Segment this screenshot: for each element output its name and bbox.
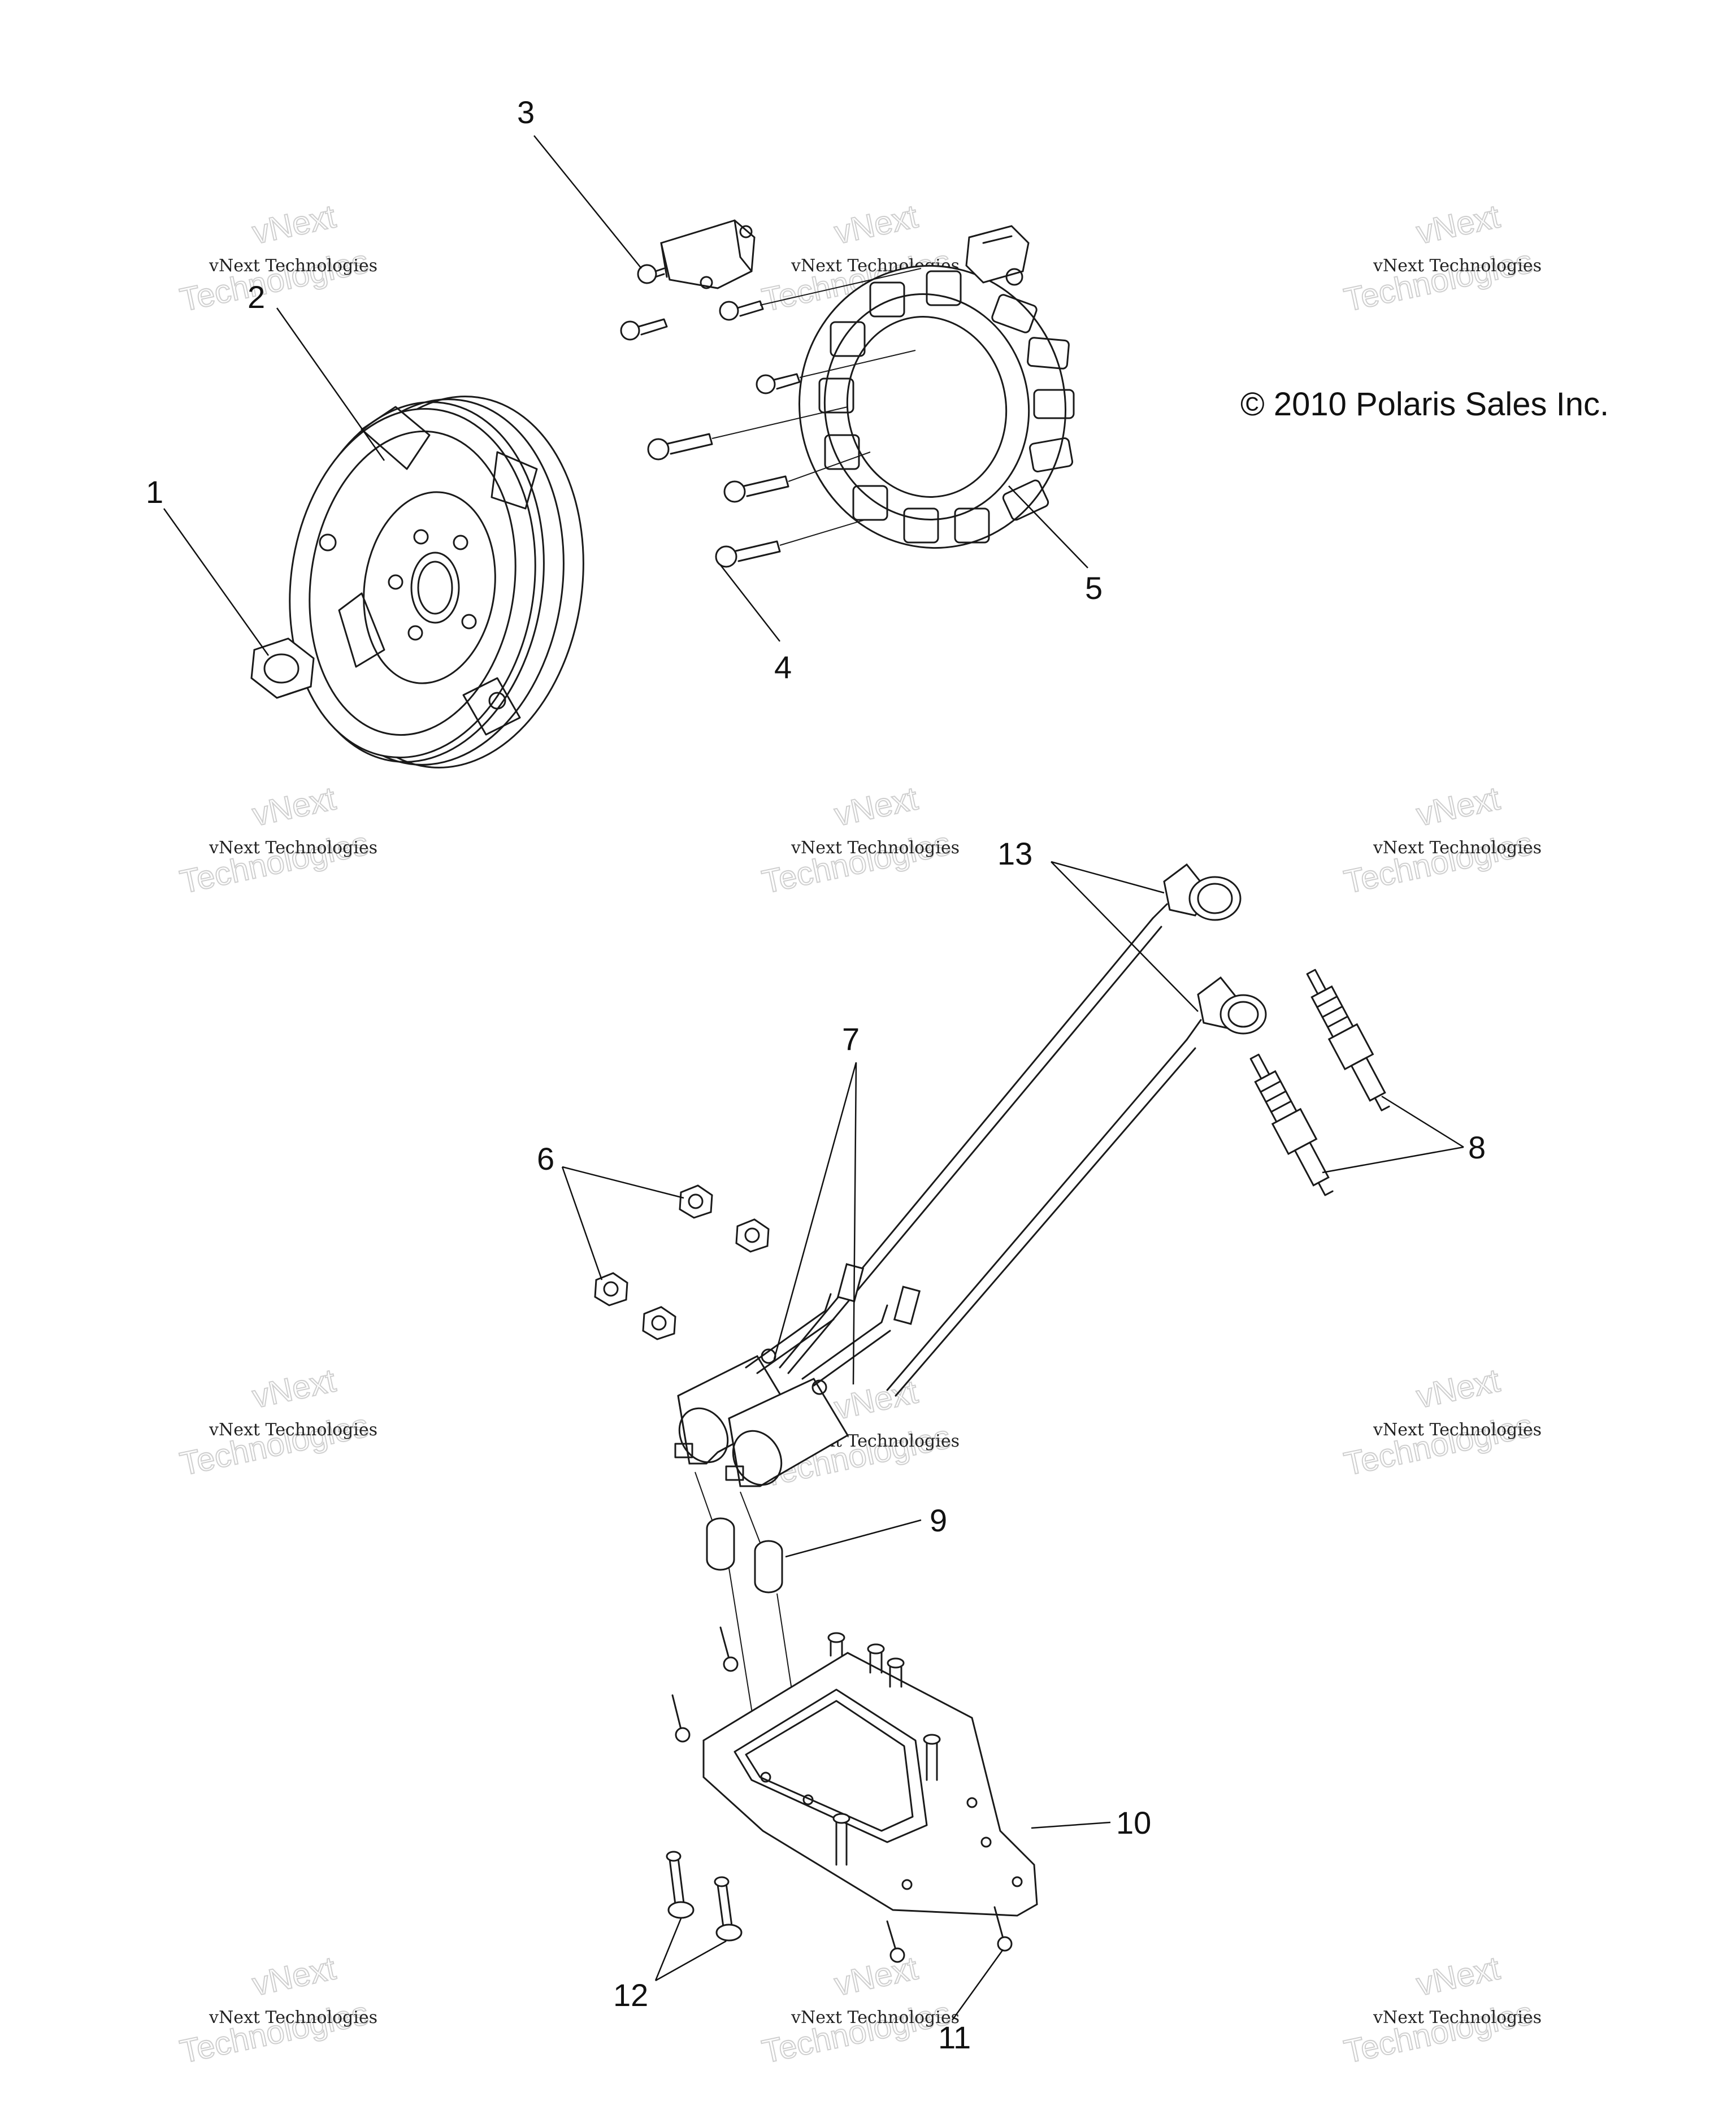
- copyright-notice: © 2010 Polaris Sales Inc.: [1240, 386, 1609, 423]
- mounting-plate-part-10: [702, 1632, 1038, 1917]
- svg-text:vNext: vNext: [249, 1362, 339, 1415]
- svg-text:Technologies: Technologies: [1341, 243, 1536, 319]
- svg-text:vNext Technologies: vNext Technologies: [791, 2008, 960, 2028]
- screws-part-11: [671, 1626, 1013, 1963]
- svg-text:Technologies: Technologies: [1341, 1407, 1536, 1483]
- ignition-coils-part-7: [674, 1263, 921, 1487]
- screws-part-3: [620, 264, 668, 341]
- screw: [671, 1694, 691, 1743]
- bolt: [714, 1876, 743, 1942]
- watermark: vNext Technologies vNext Technologies: [176, 1949, 377, 2071]
- callout-2: 2: [248, 279, 265, 315]
- watermark: vNext Technologies vNext Technologies: [176, 197, 377, 319]
- nut: [679, 1184, 713, 1219]
- svg-text:Technologies: Technologies: [177, 1995, 372, 2070]
- screws-part-4: [647, 268, 922, 568]
- svg-text:vNext Technologies: vNext Technologies: [791, 838, 960, 858]
- svg-text:vNext: vNext: [249, 1950, 339, 2003]
- spark-plug: [1249, 1053, 1334, 1196]
- stator-part-5: [798, 225, 1075, 549]
- svg-text:vNext: vNext: [1413, 780, 1503, 833]
- callout-3: 3: [517, 94, 535, 130]
- callout-13: 13: [997, 836, 1032, 871]
- svg-text:vNext: vNext: [1413, 198, 1503, 251]
- screw: [647, 433, 713, 461]
- watermark: vNext Technologies vNext Technologies: [1340, 1361, 1542, 1483]
- spark-plug-boots-part-13: [779, 863, 1267, 1397]
- nut: [594, 1272, 628, 1306]
- svg-text:Technologies: Technologies: [177, 825, 372, 901]
- svg-text:Technologies: Technologies: [1341, 825, 1536, 901]
- watermark: vNext Technologies vNext Technologies: [1340, 779, 1542, 901]
- watermark: vNext Technologies vNext Technologies: [1340, 197, 1542, 319]
- callout-6: 6: [537, 1141, 554, 1176]
- svg-text:vNext: vNext: [1413, 1362, 1503, 1415]
- callout-10: 10: [1116, 1805, 1151, 1840]
- nuts-part-6: [594, 1184, 770, 1340]
- ignition-coil: [674, 1355, 793, 1465]
- callout-7: 7: [842, 1021, 860, 1057]
- screw: [637, 264, 665, 284]
- svg-text:vNext Technologies: vNext Technologies: [209, 1420, 377, 1440]
- stator-teeth: [818, 270, 1075, 544]
- nut: [642, 1306, 676, 1340]
- callout-12: 12: [613, 1977, 648, 2013]
- svg-text:vNext: vNext: [831, 780, 921, 833]
- screw: [723, 475, 789, 503]
- svg-text:vNext Technologies: vNext Technologies: [1373, 838, 1542, 858]
- screw: [756, 373, 801, 394]
- watermark: vNext Technologies vNext Technologies: [758, 1949, 960, 2071]
- watermark: vNext Technologies vNext Technologies: [1340, 1949, 1542, 2071]
- bolts-part-12: [666, 1851, 743, 1942]
- callout-5: 5: [1085, 570, 1103, 606]
- screw: [719, 300, 764, 321]
- svg-text:vNext: vNext: [249, 780, 339, 833]
- svg-text:Technologies: Technologies: [759, 1995, 954, 2070]
- pickup-sensor-part-3: [660, 219, 756, 289]
- svg-text:vNext Technologies: vNext Technologies: [209, 256, 377, 276]
- svg-text:vNext: vNext: [249, 198, 339, 251]
- ignition-coil: [725, 1378, 849, 1487]
- callout-8: 8: [1468, 1130, 1486, 1165]
- watermark: vNext Technologies vNext Technologies: [176, 779, 377, 901]
- screw: [620, 318, 668, 341]
- svg-text:Technologies: Technologies: [1341, 1995, 1536, 2070]
- callout-9: 9: [930, 1503, 947, 1538]
- screw: [715, 540, 781, 568]
- svg-text:vNext Technologies: vNext Technologies: [209, 2008, 377, 2028]
- watermark: vNext Technologies vNext Technologies: [758, 779, 960, 901]
- spark-plugs-part-8: [1249, 969, 1390, 1196]
- svg-text:vNext: vNext: [831, 1950, 921, 2003]
- spacer: [754, 1540, 783, 1594]
- callout-4: 4: [774, 649, 792, 685]
- spark-plug: [1306, 969, 1390, 1112]
- spacers-part-9: [695, 1471, 809, 1798]
- svg-text:Technologies: Technologies: [177, 1407, 372, 1483]
- svg-text:vNext Technologies: vNext Technologies: [1373, 1420, 1542, 1440]
- watermark: vNext Technologies vNext Technologies: [176, 1361, 377, 1483]
- svg-text:Technologies: Technologies: [759, 825, 954, 901]
- svg-text:vNext Technologies: vNext Technologies: [209, 838, 377, 858]
- bolt: [666, 1851, 695, 1919]
- svg-text:vNext: vNext: [831, 198, 921, 251]
- svg-text:vNext Technologies: vNext Technologies: [1373, 256, 1542, 276]
- svg-text:Technologies: Technologies: [177, 243, 372, 319]
- leader-lines: [163, 135, 1464, 2021]
- callout-labels: 1 2 3 4 5 6 7 8 9 10 11 12 13: [146, 94, 1486, 2055]
- nut: [735, 1218, 770, 1253]
- screw: [719, 1626, 739, 1672]
- screw: [993, 1906, 1013, 1952]
- flywheel-part-2: [289, 396, 584, 769]
- svg-text:vNext: vNext: [1413, 1950, 1503, 2003]
- callout-1: 1: [146, 474, 163, 510]
- svg-text:vNext Technologies: vNext Technologies: [1373, 2008, 1542, 2028]
- spacer: [706, 1517, 735, 1571]
- screw: [886, 1920, 905, 1963]
- callout-11: 11: [938, 2020, 971, 2055]
